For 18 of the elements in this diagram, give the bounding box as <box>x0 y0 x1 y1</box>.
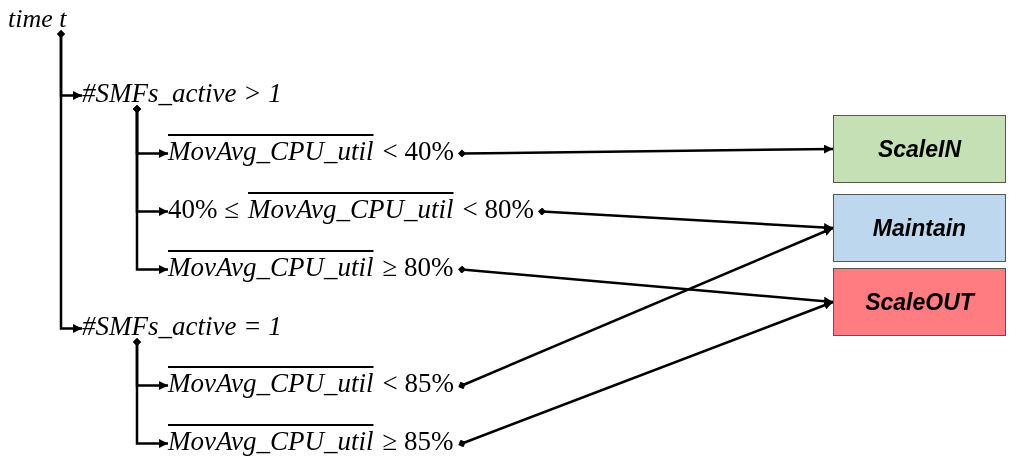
condition-text: 40% ≤ MovAvg_CPU_util < 80% <box>168 194 542 225</box>
action-box: ScaleIN <box>833 115 1006 183</box>
action-box: ScaleOUT <box>833 268 1006 336</box>
arrow <box>458 144 833 158</box>
condition-text: time t <box>8 4 75 34</box>
condition-text: MovAvg_CPU_util ≥ 80% <box>168 252 462 283</box>
condition-text: MovAvg_CPU_util < 85% <box>168 368 462 399</box>
arrow <box>458 226 834 390</box>
arrow <box>538 207 834 232</box>
arrow <box>57 30 82 333</box>
condition-text: MovAvg_CPU_util < 40% <box>168 136 462 167</box>
arrow <box>458 300 834 448</box>
condition-text: MovAvg_CPU_util ≥ 85% <box>168 426 462 457</box>
action-box: Maintain <box>833 194 1006 262</box>
arrow <box>133 105 168 274</box>
condition-text: #SMFs_active > 1 <box>82 78 290 109</box>
condition-text: #SMFs_active = 1 <box>82 311 290 342</box>
arrow <box>133 338 168 448</box>
